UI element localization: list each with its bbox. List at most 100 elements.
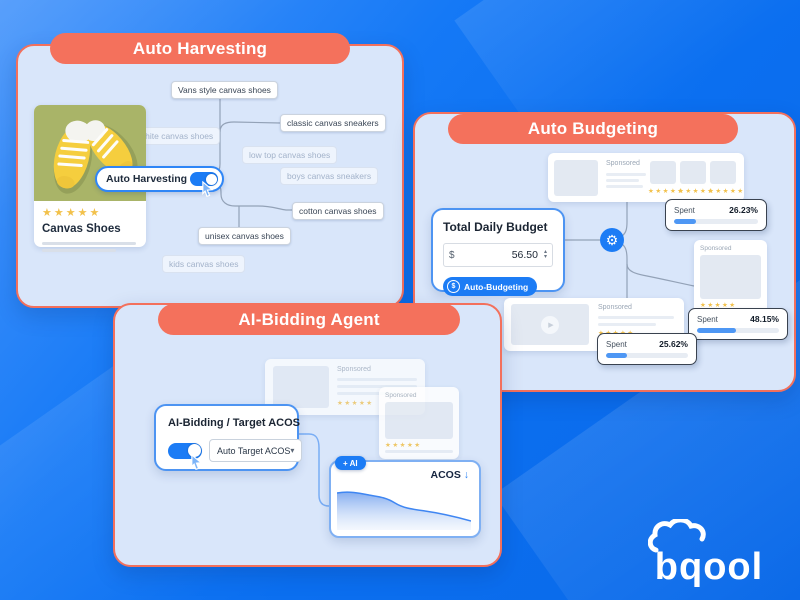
ai-bidding-toggle[interactable] bbox=[168, 442, 202, 459]
text-placeholder-line bbox=[337, 378, 417, 381]
badge-text: Auto-Budgeting bbox=[464, 281, 529, 292]
text-placeholder-line bbox=[337, 392, 399, 395]
sponsored-label: Sponsored bbox=[598, 304, 632, 311]
cloud-icon bbox=[647, 517, 706, 553]
text-placeholder-line bbox=[337, 385, 417, 388]
star-rating: ★★★★★ bbox=[700, 302, 737, 309]
text-placeholder-line bbox=[606, 179, 639, 182]
arrow-down-icon: ↓ bbox=[463, 469, 469, 481]
spent-card: Spent 25.62% bbox=[597, 333, 697, 365]
keyword-chip-faded: boys canvas sneakers bbox=[280, 167, 379, 185]
spent-card: Spent 26.23% bbox=[665, 199, 767, 231]
product-card: ★★★★★ Canvas Shoes bbox=[34, 105, 146, 252]
keyword-chip: unisex canvas shoes bbox=[198, 227, 291, 245]
image-placeholder bbox=[710, 161, 736, 184]
text-placeholder-line bbox=[598, 323, 656, 326]
spent-progress-track bbox=[606, 353, 688, 358]
sponsored-ad-mockup: Sponsored ★★★★★ ★★★★★ ★★★★★ bbox=[548, 153, 744, 202]
cursor-icon bbox=[191, 453, 203, 471]
chart-label: ACOS bbox=[430, 469, 461, 481]
budget-connector-lines bbox=[565, 202, 695, 298]
toggle-knob bbox=[205, 173, 217, 185]
dropdown-value: Auto Target ACOS bbox=[217, 445, 291, 456]
acos-chart-card: + AI ACOS ↓ bbox=[329, 456, 481, 538]
sponsored-label: Sponsored bbox=[385, 392, 417, 399]
text-placeholder-line bbox=[385, 450, 453, 453]
caret-down-icon: ▾ bbox=[290, 446, 295, 455]
sponsored-label: Sponsored bbox=[337, 366, 371, 373]
dollar-icon: $ bbox=[447, 280, 460, 293]
toggle-knob bbox=[187, 444, 201, 457]
spent-progress-fill bbox=[697, 328, 737, 333]
text-placeholder-line bbox=[42, 242, 136, 245]
image-placeholder bbox=[650, 161, 676, 184]
text-placeholder-line bbox=[42, 249, 116, 252]
amount-stepper[interactable]: ▴ ▾ bbox=[543, 249, 547, 260]
sponsored-ad-mockup: Sponsored ★★★★★ bbox=[379, 387, 459, 459]
star-rating: ★★★★★ bbox=[648, 188, 685, 195]
ai-badge: + AI bbox=[335, 456, 366, 470]
spent-progress-fill bbox=[606, 353, 628, 358]
cursor-icon bbox=[202, 180, 214, 198]
spent-label: Spent bbox=[606, 339, 627, 349]
star-rating: ★★★★★ bbox=[385, 442, 422, 449]
video-placeholder: ▶ bbox=[511, 304, 589, 345]
stepper-down-icon[interactable]: ▾ bbox=[543, 254, 547, 260]
keyword-chip: cotton canvas shoes bbox=[292, 202, 384, 220]
auto-budgeting-panel: Sponsored ★★★★★ ★★★★★ ★★★★★ Spent 26.23%… bbox=[413, 112, 796, 392]
spent-progress-track bbox=[697, 328, 779, 333]
spent-progress-fill bbox=[674, 219, 696, 224]
ai-bidding-card: AI-Bidding / Target ACOS Auto Target ACO… bbox=[154, 404, 303, 471]
keyword-chip-faded: low top canvas shoes bbox=[242, 146, 338, 164]
budget-input[interactable]: $ 56.50 ▴ ▾ bbox=[443, 243, 553, 267]
spent-value: 48.15% bbox=[750, 314, 779, 324]
bidding-connector-line bbox=[299, 433, 330, 507]
target-acos-dropdown[interactable]: Auto Target ACOS ▾ bbox=[209, 439, 303, 462]
auto-budgeting-title: Auto Budgeting bbox=[448, 114, 738, 144]
image-placeholder bbox=[385, 402, 453, 439]
text-placeholder-line bbox=[606, 185, 643, 188]
star-rating: ★★★★★ bbox=[708, 188, 745, 195]
bqool-logo: bqool bbox=[634, 517, 784, 588]
keyword-chip: Vans style canvas shoes bbox=[171, 81, 278, 99]
keyword-chip-faded: kids canvas shoes bbox=[162, 255, 246, 273]
image-placeholder bbox=[700, 255, 761, 299]
spent-label: Spent bbox=[697, 314, 718, 324]
sponsored-label: Sponsored bbox=[606, 160, 640, 167]
budget-heading: Total Daily Budget bbox=[443, 220, 548, 234]
spent-card: Spent 48.15% bbox=[688, 308, 788, 340]
spent-progress-track bbox=[674, 219, 758, 224]
currency-symbol: $ bbox=[449, 249, 455, 261]
sponsored-label: Sponsored bbox=[700, 245, 732, 252]
auto-harvesting-title: Auto Harvesting bbox=[50, 33, 350, 64]
play-icon: ▶ bbox=[541, 315, 559, 334]
total-daily-budget-card: Total Daily Budget $ 56.50 ▴ ▾ $ Auto-Bu… bbox=[431, 208, 565, 296]
gear-icon[interactable]: ⚙ bbox=[600, 228, 624, 252]
image-placeholder bbox=[554, 160, 598, 196]
panel-title-text: Auto Budgeting bbox=[527, 119, 659, 138]
image-placeholder bbox=[680, 161, 706, 184]
acos-declining-area-chart bbox=[337, 491, 471, 530]
auto-harvesting-panel: ★★★★★ Canvas Shoes Auto Harvesting Vans … bbox=[16, 44, 404, 308]
image-placeholder bbox=[273, 366, 329, 408]
stepper-up-icon[interactable]: ▴ bbox=[543, 249, 547, 255]
star-rating: ★★★★★ bbox=[42, 207, 102, 219]
product-title: Canvas Shoes bbox=[42, 223, 121, 235]
ai-bidding-heading: AI-Bidding / Target ACOS bbox=[168, 417, 300, 429]
panel-title-text: AI-Bidding Agent bbox=[238, 309, 380, 329]
auto-budgeting-badge: $ Auto-Budgeting bbox=[443, 277, 538, 296]
star-rating: ★★★★★ bbox=[678, 188, 715, 195]
spent-label: Spent bbox=[674, 205, 695, 215]
sponsored-ad-mockup: Sponsored ★★★★★ bbox=[694, 240, 767, 320]
keyword-chip: classic canvas sneakers bbox=[280, 114, 386, 132]
star-rating: ★★★★★ bbox=[337, 400, 374, 407]
spent-value: 25.62% bbox=[659, 339, 688, 349]
logo-text: bqool bbox=[654, 546, 764, 588]
text-placeholder-line bbox=[606, 173, 646, 176]
text-placeholder-line bbox=[598, 316, 674, 319]
budget-amount[interactable]: 56.50 bbox=[511, 249, 538, 261]
auto-harvesting-toggle[interactable] bbox=[190, 172, 218, 186]
ai-bidding-panel: Sponsored ★★★★★ Sponsored ★★★★★ AI-Biddi… bbox=[113, 303, 502, 567]
ai-bidding-title: AI-Bidding Agent bbox=[158, 304, 460, 335]
